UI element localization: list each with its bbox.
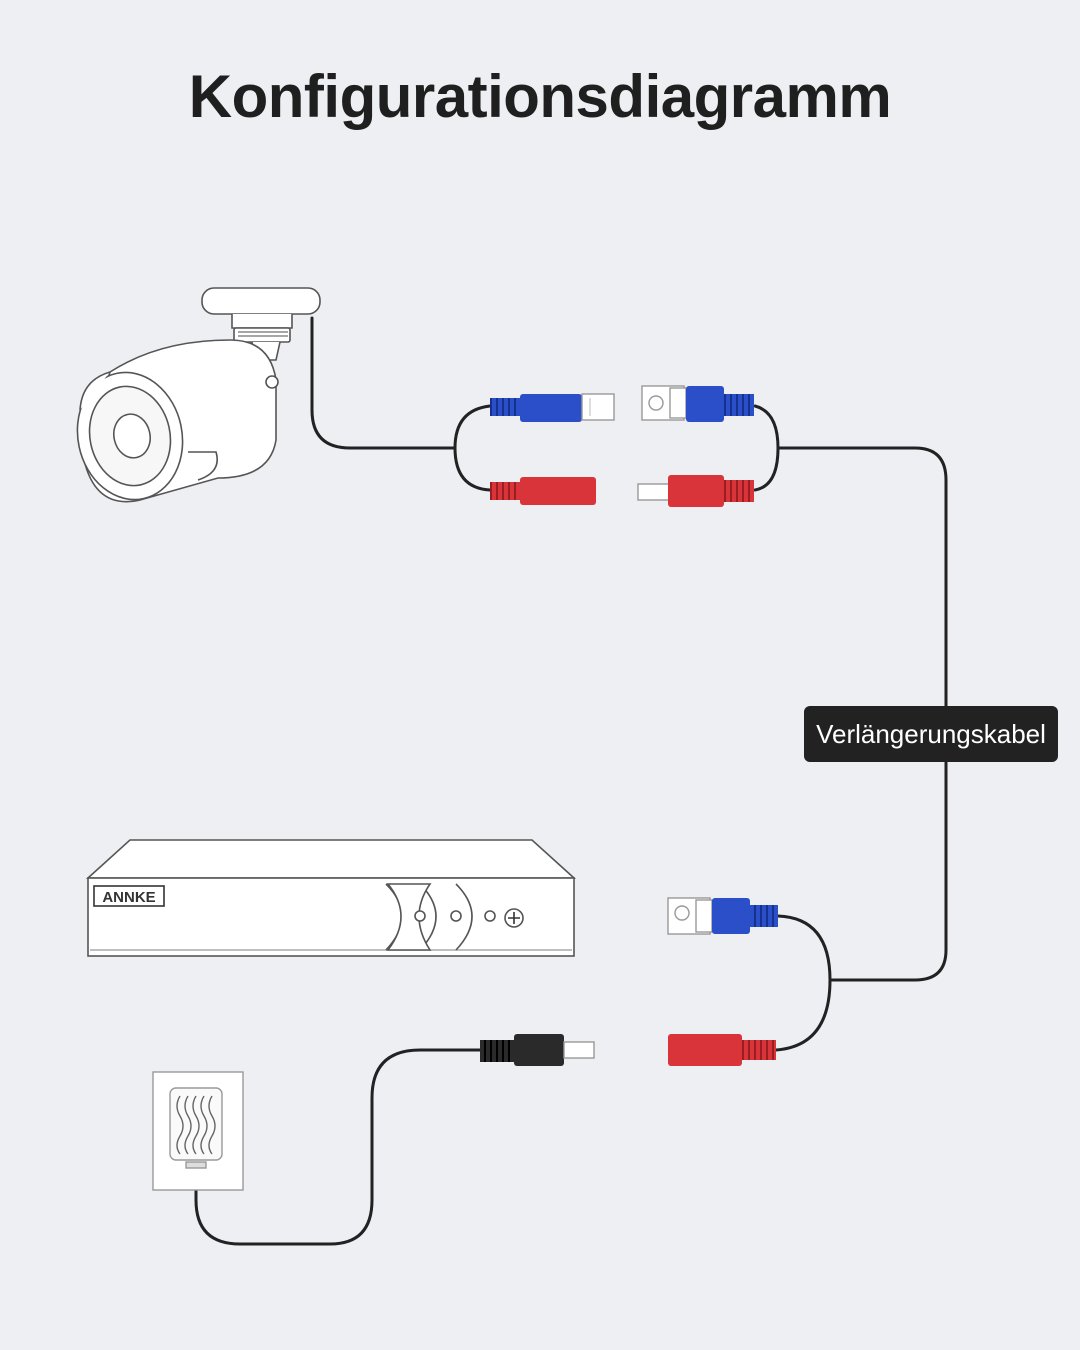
power-adapter-cable — [194, 1048, 482, 1246]
extension-bnc-male-connector-lower — [667, 897, 778, 935]
dvr-recorder-icon — [85, 839, 577, 957]
extension-cable-label: Verlängerungskabel — [804, 706, 1058, 762]
camera-dc-female-connector — [490, 477, 596, 505]
cables — [194, 316, 948, 1246]
bullet-camera-icon — [76, 287, 321, 503]
camera-cable — [310, 316, 457, 450]
extension-upper-split — [753, 404, 780, 492]
extension-lower-split — [774, 914, 832, 1052]
dvr-brand-label: ANNKE — [102, 889, 155, 906]
extension-dc-female-connector-lower — [668, 1034, 776, 1066]
power-adapter-dc-plug — [480, 1034, 595, 1066]
camera-pigtail-split — [453, 404, 492, 492]
extension-dc-male-connector-upper — [637, 475, 754, 507]
camera-bnc-female-connector — [490, 393, 615, 422]
page-title: Konfigurationsdiagramm — [188, 63, 892, 130]
wall-power-adapter-icon — [152, 1071, 244, 1191]
extension-bnc-male-connector-upper — [641, 385, 754, 422]
